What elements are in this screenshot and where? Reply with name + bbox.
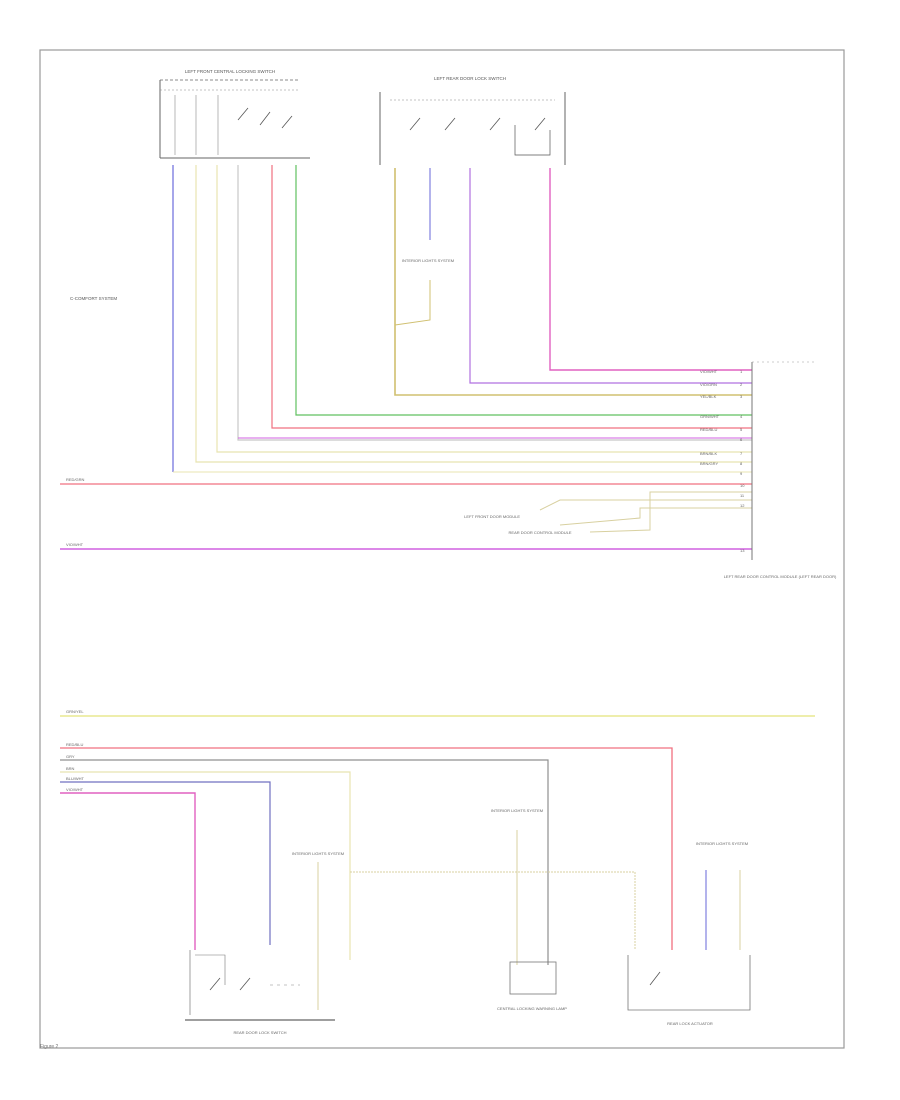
left-rear-module-label: LEFT REAR DOOR CONTROL MODULE (LEFT REAR… <box>724 574 837 579</box>
pin-label: 7 <box>740 451 743 456</box>
left-rear-module-connector: LEFT REAR DOOR CONTROL MODULE (LEFT REAR… <box>724 361 837 579</box>
interior-lights-c-label: INTERIOR LIGHTS SYSTEM <box>491 808 543 813</box>
wire-red-bus-label: RED/GRN <box>66 477 85 482</box>
interior-lights-d-label: INTERIOR LIGHTS SYSTEM <box>696 841 748 846</box>
interior-lights-a: INTERIOR LIGHTS SYSTEM <box>402 258 454 263</box>
wire-gray-1 <box>237 165 752 441</box>
left-rear-switch-label: LEFT REAR DOOR LOCK SWITCH <box>434 76 506 81</box>
wire-bottom-gray <box>60 759 549 965</box>
left-rear-switch: LEFT REAR DOOR LOCK SWITCH <box>379 76 566 165</box>
pin-label: 5 <box>740 427 743 432</box>
wire-label-b5: VIO/WHT <box>66 787 84 792</box>
rear-door-lock-switch: REAR DOOR LOCK SWITCH <box>185 950 335 1035</box>
central-locking-lamp-label: CENTRAL LOCKING WARNING LAMP <box>497 1006 567 1011</box>
wire-label-red: RED/BLU <box>700 427 717 432</box>
pin-label: 8 <box>740 461 743 466</box>
wire-bottom-tan2 <box>350 871 636 950</box>
page-footer: Figure 2 <box>40 1044 59 1050</box>
comfort-system-label: C-COMFORT SYSTEM <box>70 296 117 301</box>
wire-label-tan2: BRN/GRY <box>700 461 718 466</box>
wire-label-b4: BLU/WHT <box>66 776 85 781</box>
wire-small-2 <box>559 507 752 526</box>
rear-door-lock-ref: REAR DOOR CONTROL MODULE <box>509 530 572 535</box>
wire-pink-bus-label: VIO/WHT <box>66 542 84 547</box>
rear-lock-actuator: REAR LOCK ACTUATOR <box>627 955 751 1026</box>
diagram-border <box>39 49 845 1049</box>
pin-label: 13 <box>740 548 745 553</box>
wire-label-yellow: YEL/BLK <box>700 394 717 399</box>
left-front-switch-label: LEFT FRONT CENTRAL LOCKING SWITCH <box>185 69 275 74</box>
pin-label: 6 <box>740 437 743 442</box>
left-front-module-ref: LEFT FRONT DOOR MODULE <box>464 514 520 519</box>
pin-label: 3 <box>740 394 743 399</box>
wire-label-pink: VIO/WHT <box>700 369 718 374</box>
rear-lock-actuator-label: REAR LOCK ACTUATOR <box>667 1021 713 1026</box>
pin-label: 9 <box>740 471 743 476</box>
wire-bottom-red <box>60 747 673 950</box>
wire-violet-center <box>469 168 752 384</box>
wire-yellow-center <box>394 168 752 396</box>
pin-label: 1 <box>740 369 743 374</box>
wire-yellow-bus-label: GRN/YEL <box>66 709 84 714</box>
wire-label-b3: BRN <box>66 766 75 771</box>
wire-pink-center <box>549 168 752 371</box>
interior-lights-b-label: INTERIOR LIGHTS SYSTEM <box>292 851 344 856</box>
wire-bottom-pink <box>60 792 196 950</box>
wire-bottom-tan <box>60 781 271 945</box>
wire-label-b1: RED/BLU <box>66 742 83 747</box>
pin-label: 11 <box>740 493 745 498</box>
wire-small-1 <box>539 499 752 511</box>
central-locking-lamp: CENTRAL LOCKING WARNING LAMP <box>497 961 567 1011</box>
wire-tan-1 <box>195 165 752 463</box>
wire-red-1 <box>271 165 752 429</box>
wire-label-green: GRN/WHT <box>700 414 720 419</box>
pin-label: 4 <box>740 414 743 419</box>
wire-green-1 <box>295 165 752 416</box>
pin-label: 10 <box>740 483 745 488</box>
pin-label: 12 <box>740 503 745 508</box>
wire-label-violet: VIO/GRN <box>700 382 717 387</box>
wire-label-tan: BRN/BLK <box>700 451 717 456</box>
rear-door-lock-switch-label: REAR DOOR LOCK SWITCH <box>233 1030 286 1035</box>
interior-lights-a-label: INTERIOR LIGHTS SYSTEM <box>402 258 454 263</box>
wire-label-b2: GRY <box>66 754 75 759</box>
wire-bottom-blue <box>60 771 351 960</box>
wire-yellow-drop <box>394 280 431 326</box>
wire-small-3 <box>589 491 752 533</box>
connector-pins: 1 2 3 4 5 6 7 8 9 10 11 12 13 <box>740 369 745 553</box>
left-front-switch: LEFT FRONT CENTRAL LOCKING SWITCH <box>159 69 310 159</box>
wire-tan-2 <box>216 165 752 453</box>
pin-label: 2 <box>740 382 743 387</box>
